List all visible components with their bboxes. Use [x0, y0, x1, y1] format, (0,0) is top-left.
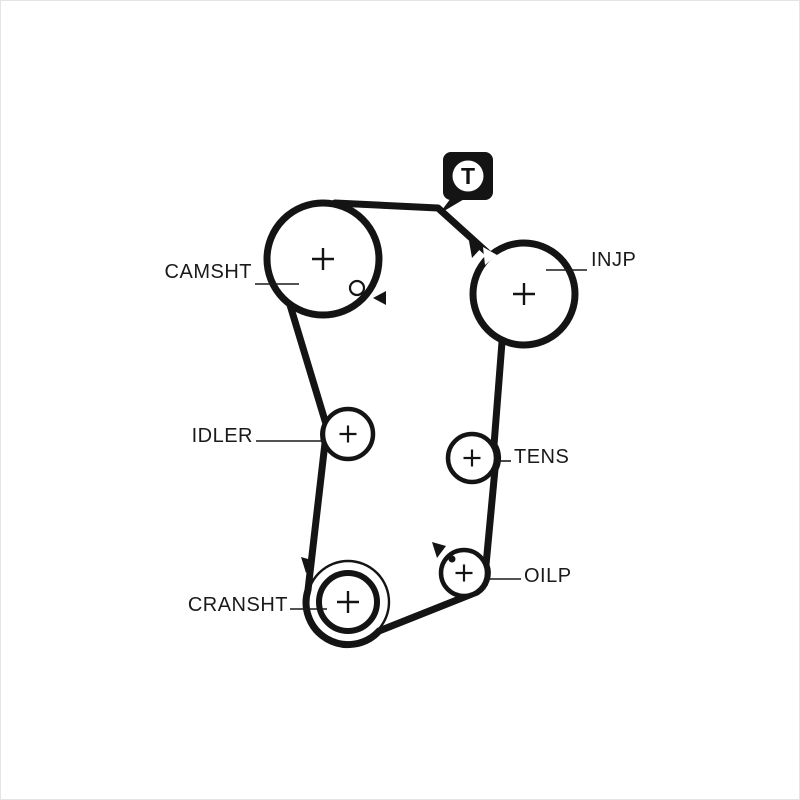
oil-pump-label: OILP	[524, 565, 572, 587]
crankshaft-timing-arrow-icon	[301, 557, 315, 573]
tension-marker-pointer	[439, 198, 466, 214]
camshaft-alignment-hole	[348, 279, 366, 297]
tension-check-marker: T	[439, 152, 493, 214]
crankshaft-center-mark	[337, 591, 359, 613]
camshaft-label: CAMSHT	[165, 261, 252, 283]
tensioner-label: TENS	[514, 446, 569, 468]
idler-center-mark	[339, 425, 357, 443]
oil-pump-center-mark	[455, 564, 473, 582]
crankshaft-outer-ring	[305, 559, 391, 645]
pulley-tensioner	[445, 431, 499, 485]
oil-pump-dot-mark	[448, 555, 456, 563]
injection-pump-timing-arrow-icon	[469, 241, 483, 258]
injection-pump-label: INJP	[591, 249, 636, 271]
pulley-injection-pump	[469, 239, 579, 349]
crankshaft-label: CRANSHT	[188, 594, 288, 616]
injection-pump-center-mark	[513, 283, 535, 305]
camshaft-timing-arrow-icon	[373, 291, 386, 305]
tension-marker-circle	[452, 160, 484, 192]
pulley-idler	[320, 406, 376, 462]
idler-label: IDLER	[192, 425, 253, 447]
camshaft-center-mark	[312, 248, 334, 270]
tension-marker-letter: T	[461, 163, 475, 189]
pulley-camshaft	[263, 199, 386, 319]
labels: CAMSHT INJP IDLER TENS OILP CRANSHT	[165, 249, 636, 616]
injection-pump-notch	[483, 247, 497, 265]
pulley-oil-pump	[432, 542, 490, 599]
tensioner-center-mark	[463, 449, 481, 467]
pulley-crankshaft	[301, 557, 391, 645]
oil-pump-timing-arrow-icon	[432, 542, 446, 558]
